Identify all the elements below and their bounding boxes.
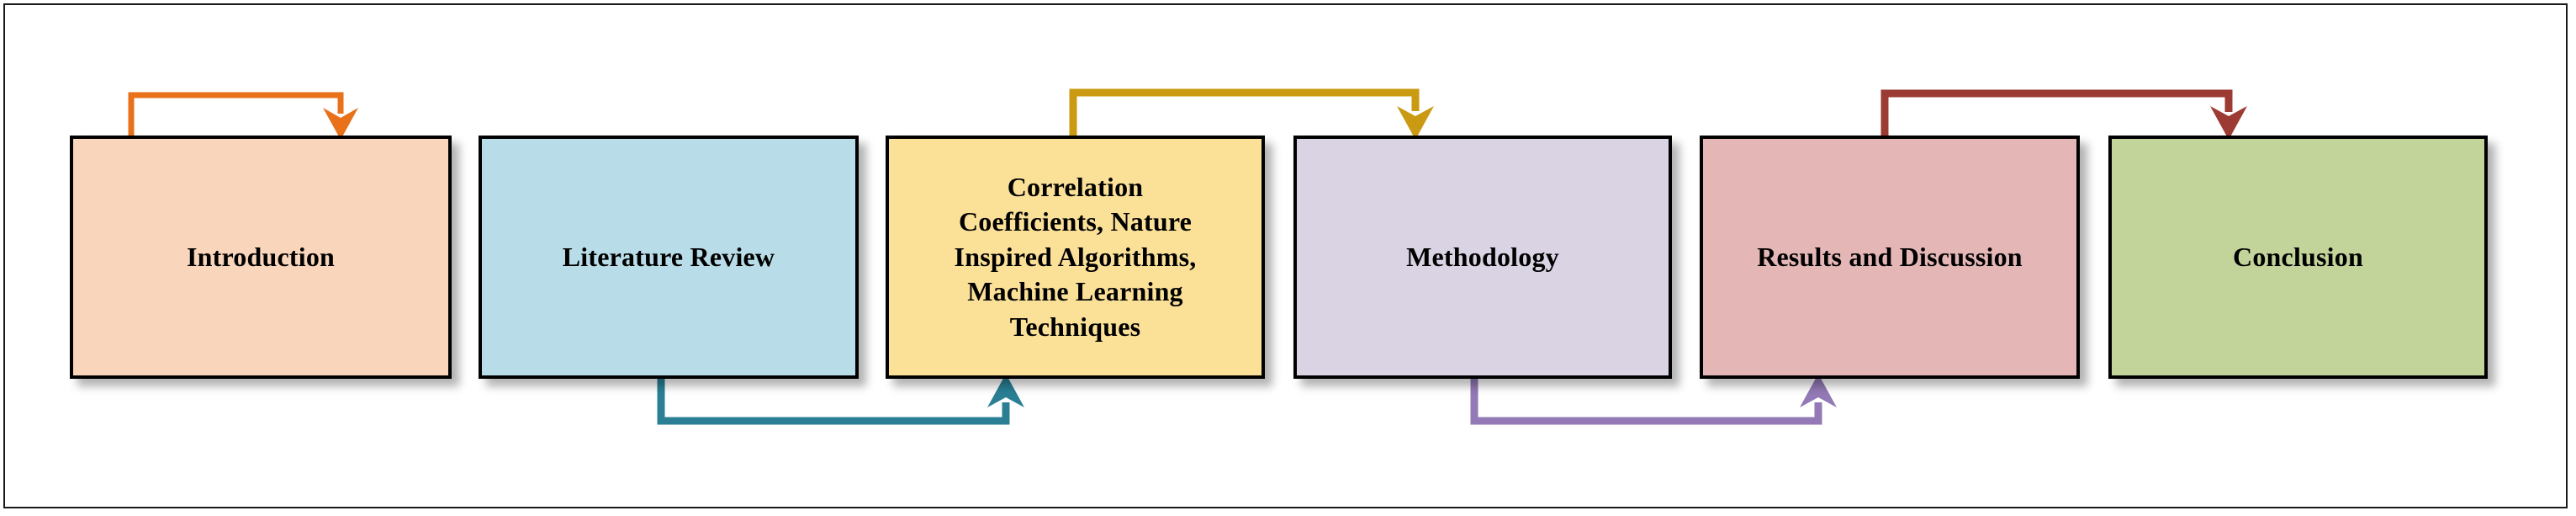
node-results-and-discussion-label: Results and Discussion [1757, 241, 2023, 272]
node-conclusion-label: Conclusion [2233, 241, 2363, 272]
node-results-and-discussion[interactable]: Results and Discussion [1700, 136, 2080, 379]
node-introduction[interactable]: Introduction [70, 136, 452, 379]
node-correlation-coefficients-label: Correlation Coefficients, Nature Inspire… [954, 171, 1197, 342]
node-literature-review[interactable]: Literature Review [479, 136, 859, 379]
node-correlation-coefficients[interactable]: Correlation Coefficients, Nature Inspire… [886, 136, 1265, 379]
node-conclusion[interactable]: Conclusion [2108, 136, 2488, 379]
node-methodology-label: Methodology [1406, 241, 1559, 272]
node-methodology[interactable]: Methodology [1293, 136, 1672, 379]
node-introduction-label: Introduction [186, 241, 336, 272]
node-literature-review-label: Literature Review [562, 241, 775, 272]
